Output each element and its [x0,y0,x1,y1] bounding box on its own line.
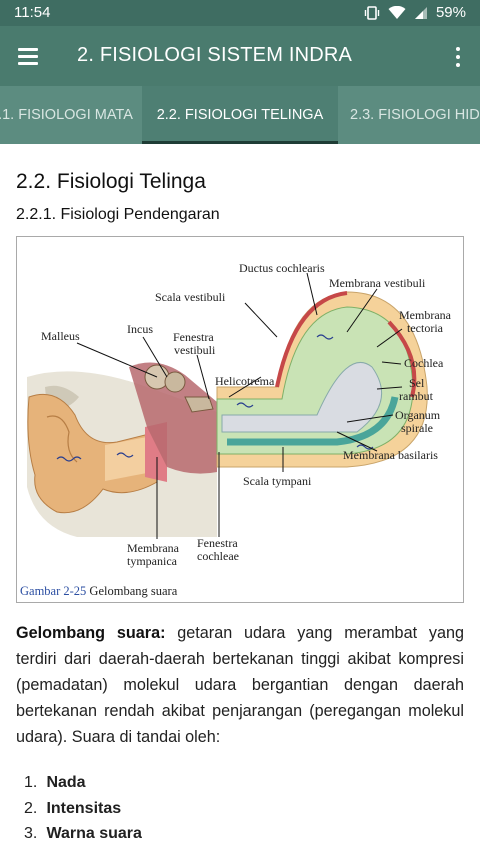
ear-diagram: Ductus cochlearis Membrana vestibuli Sca… [27,261,452,568]
label-membrana-tectoria-1: Membrana [399,308,452,322]
wifi-icon [388,5,406,19]
label-organum-spirale-2: spirale [401,421,433,435]
hamburger-menu-icon[interactable] [14,42,44,72]
battery-level: 59% [435,4,466,21]
tab-fisiologi-mata[interactable]: 2.1. FISIOLOGI MATA [0,107,133,123]
body-paragraph: Gelombang suara: getaran udara yang mera… [16,620,464,750]
tab-bar: 2.1. FISIOLOGI MATA 2.2. FISIOLOGI TELIN… [0,86,480,144]
label-fenestra-vestibuli-1: Fenestra [173,330,214,344]
list-item-text: Warna suara [46,825,142,842]
label-incus: Incus [127,322,153,336]
tab-fisiologi-telinga[interactable]: 2.2. FISIOLOGI TELINGA [142,86,338,144]
more-vert-icon[interactable] [450,44,466,70]
list-item: 2. Intensitas [24,796,142,822]
list-item: 3. Warna suara [24,821,142,847]
status-time: 11:54 [14,4,51,21]
page-title: 2.2. Fisiologi Telinga [16,170,206,193]
characteristics-list: 1. Nada 2. Intensitas 3. Warna suara [24,770,142,847]
label-membrana-tympanica-1: Membrana [127,541,180,555]
app-title: 2. FISIOLOGI SISTEM INDRA [77,44,353,66]
label-sel-rambut-2: rambut [399,389,434,403]
label-fenestra-vestibuli-2: vestibuli [174,343,216,357]
label-membrana-tectoria-2: tectoria [407,321,444,335]
list-item-text: Nada [46,774,86,791]
label-malleus: Malleus [41,329,80,343]
label-helicotrema: Helicotrema [215,374,275,388]
label-ductus-cochlearis: Ductus cochlearis [239,261,325,275]
figure-number: Gambar 2-25 [20,584,87,598]
paragraph-text: getaran udara yang merambat yang terdiri… [16,624,464,746]
signal-icon [414,6,427,19]
vibrate-icon [364,5,380,20]
label-fenestra-cochleae-2: cochleae [197,549,239,563]
label-scala-vestibuli: Scala vestibuli [155,290,226,304]
label-organum-spirale-1: Organum [395,408,441,422]
label-scala-tympani: Scala tympani [243,474,312,488]
label-cochlea: Cochlea [404,356,444,370]
status-bar: 11:54 59% [0,0,480,26]
list-item-text: Intensitas [46,799,122,817]
list-number: 1. [24,774,38,791]
status-icons: 59% [364,4,466,21]
label-membrana-tympanica-2: tympanica [127,554,178,568]
label-sel-rambut-1: Sel [409,376,425,390]
figure-caption-text: Gelombang suara [89,584,178,598]
figure-caption: Gambar 2-25 Gelombang suara [20,584,177,599]
list-number: 2. [24,799,38,817]
term-gelombang-suara: Gelombang suara: [16,624,166,642]
label-membrana-vestibuli: Membrana vestibuli [329,276,426,290]
tab-fisiologi-hidung[interactable]: 2.3. FISIOLOGI HIDUNG [350,107,480,123]
ear-anatomy-figure: Ductus cochlearis Membrana vestibuli Sca… [16,236,464,603]
section-subtitle: 2.2.1. Fisiologi Pendengaran [16,206,220,223]
list-item: 1. Nada [24,770,142,796]
list-number: 3. [24,825,38,842]
label-fenestra-cochleae-1: Fenestra [197,536,238,550]
label-membrana-basilaris: Membrana basilaris [343,448,438,462]
app-bar: 2. FISIOLOGI SISTEM INDRA [0,26,480,86]
